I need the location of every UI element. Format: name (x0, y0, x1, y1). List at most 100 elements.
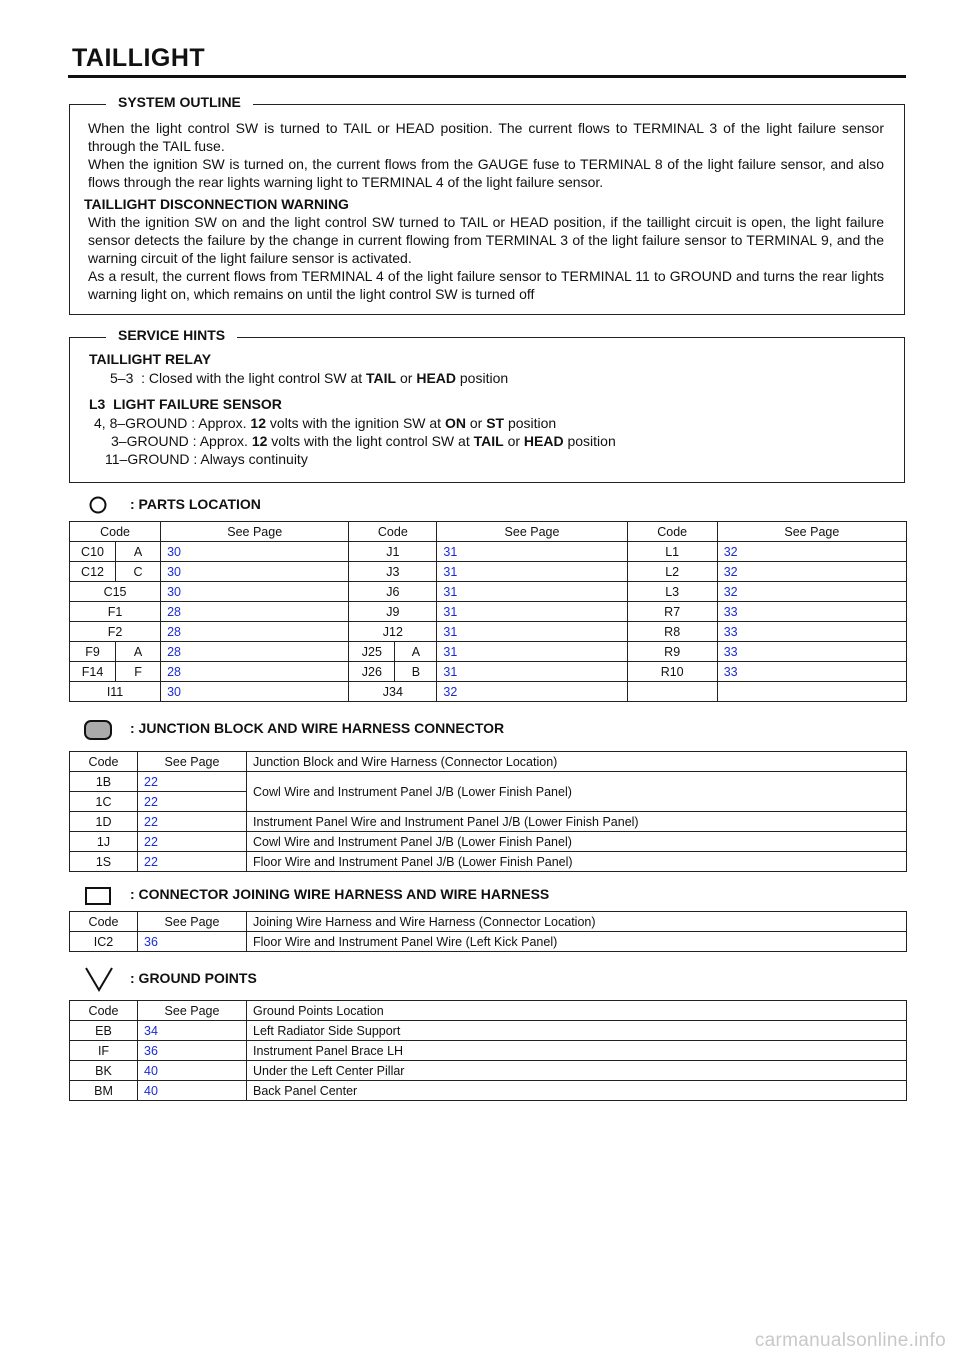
outline-para-4: As a result, the current flows from TERM… (88, 268, 884, 302)
page-link[interactable]: 31 (436, 541, 628, 562)
page-link[interactable]: 31 (436, 581, 628, 602)
parts-location-heading: : PARTS LOCATION (130, 496, 261, 512)
suffix-cell: A (394, 641, 438, 662)
page-link[interactable]: 34 (137, 1020, 247, 1041)
code-cell: J1 (348, 541, 438, 562)
service-hints-box: SERVICE HINTS TAILLIGHT RELAY 5–3 : Clos… (69, 327, 905, 483)
code-cell: R10 (626, 661, 718, 682)
col-header: See Page (137, 751, 247, 772)
page-link[interactable]: 32 (716, 541, 908, 562)
page-link[interactable]: 33 (716, 641, 908, 662)
page-link[interactable]: 31 (436, 621, 628, 642)
page-link[interactable]: 30 (160, 561, 350, 582)
code-cell: J34 (348, 681, 438, 702)
connector-icon (85, 887, 111, 905)
relay-line: 5–3 : Closed with the light control SW a… (110, 370, 509, 386)
connector-joining-heading: : CONNECTOR JOINING WIRE HARNESS AND WIR… (130, 886, 550, 902)
col-header: Code (69, 1000, 138, 1021)
page-link[interactable]: 30 (160, 541, 350, 562)
suffix-cell: A (115, 641, 162, 662)
table-row: 1B 22 Cowl Wire and Instrument Panel J/B… (69, 771, 907, 812)
page-link[interactable]: 30 (160, 581, 350, 602)
page-link[interactable]: 36 (137, 931, 247, 952)
code-cell: J6 (348, 581, 438, 602)
page-link[interactable]: 22 (137, 811, 247, 832)
page-link[interactable]: 28 (160, 661, 350, 682)
system-outline-box: SYSTEM OUTLINE When the light control SW… (69, 94, 905, 315)
disconnection-warning-heading: TAILLIGHT DISCONNECTION WARNING (84, 196, 349, 212)
page-link[interactable]: 32 (716, 561, 908, 582)
code-cell: IC2 (69, 931, 138, 952)
code-cell: R9 (626, 641, 718, 662)
location-cell: Back Panel Center (246, 1080, 907, 1101)
col-header: See Page (137, 911, 247, 932)
page-link[interactable]: 31 (436, 641, 628, 662)
page-title: TAILLIGHT (72, 44, 206, 72)
code-cell: 1D (69, 811, 138, 832)
junction-block-icon (84, 720, 112, 740)
location-cell: Floor Wire and Instrument Panel J/B (Low… (246, 851, 907, 872)
code-cell: I11 (68, 681, 162, 702)
junction-block-heading: : JUNCTION BLOCK AND WIRE HARNESS CONNEC… (130, 720, 505, 736)
sensor-line-2: 3–GROUND : Approx. 12 volts with the lig… (111, 433, 616, 449)
table-row: 1D 22 Instrument Panel Wire and Instrume… (69, 811, 907, 832)
relay-heading: TAILLIGHT RELAY (89, 351, 212, 367)
col-header: See Page (716, 521, 908, 542)
col-header: See Page (436, 521, 628, 542)
code-cell: 1S (69, 851, 138, 872)
code-cell: R8 (626, 621, 718, 642)
page-link[interactable]: 28 (160, 601, 350, 622)
page-link[interactable]: 33 (716, 621, 908, 642)
sensor-heading: L3 LIGHT FAILURE SENSOR (89, 396, 282, 412)
watermark: carmanualsonline.info (754, 1330, 946, 1351)
page-link[interactable]: 33 (716, 601, 908, 622)
page-link[interactable]: 40 (137, 1080, 247, 1101)
ground-triangle-icon (85, 967, 113, 992)
col-header: Code (69, 911, 138, 932)
location-cell: Cowl Wire and Instrument Panel J/B (Lowe… (246, 831, 907, 852)
code-cell: C15 (68, 581, 162, 602)
location-cell: Instrument Panel Brace LH (246, 1040, 907, 1061)
page-link[interactable]: 31 (436, 661, 628, 682)
page-link[interactable]: 22 (137, 831, 247, 852)
code-cell: L3 (626, 581, 718, 602)
page-link[interactable]: 22 (137, 771, 247, 792)
page-link[interactable]: 32 (716, 581, 908, 602)
suffix-cell: B (394, 661, 438, 682)
page-link[interactable]: 32 (436, 681, 628, 702)
page-link[interactable]: 33 (716, 661, 908, 682)
page-link[interactable]: 30 (160, 681, 350, 702)
code-cell: J26 (348, 661, 396, 682)
junction-block-table: Code See Page Junction Block and Wire Ha… (69, 751, 907, 872)
sensor-line-3: 11–GROUND : Always continuity (105, 451, 308, 467)
suffix-cell: C (115, 561, 162, 582)
col-header: Ground Points Location (246, 1000, 907, 1021)
suffix-cell: A (115, 541, 162, 562)
code-cell: IF (69, 1040, 138, 1061)
col-header: Junction Block and Wire Harness (Connect… (246, 751, 907, 772)
page-link[interactable]: 31 (436, 601, 628, 622)
location-cell: Instrument Panel Wire and Instrument Pan… (246, 811, 907, 832)
table-row: 1S 22 Floor Wire and Instrument Panel J/… (69, 851, 907, 872)
code-cell: 1B (69, 771, 138, 792)
page-link[interactable]: 22 (137, 791, 247, 812)
code-cell: J25 (348, 641, 396, 662)
circle-icon (89, 496, 107, 514)
connector-joining-table: Code See Page Joining Wire Harness and W… (69, 911, 907, 952)
page-link[interactable]: 22 (137, 851, 247, 872)
page-link[interactable]: 40 (137, 1060, 247, 1081)
page-link[interactable]: 31 (436, 561, 628, 582)
col-header: Code (68, 521, 162, 542)
code-cell: F1 (68, 601, 162, 622)
page-link[interactable]: 36 (137, 1040, 247, 1061)
page-link[interactable]: 28 (160, 641, 350, 662)
page-link[interactable]: 28 (160, 621, 350, 642)
location-cell: Under the Left Center Pillar (246, 1060, 907, 1081)
